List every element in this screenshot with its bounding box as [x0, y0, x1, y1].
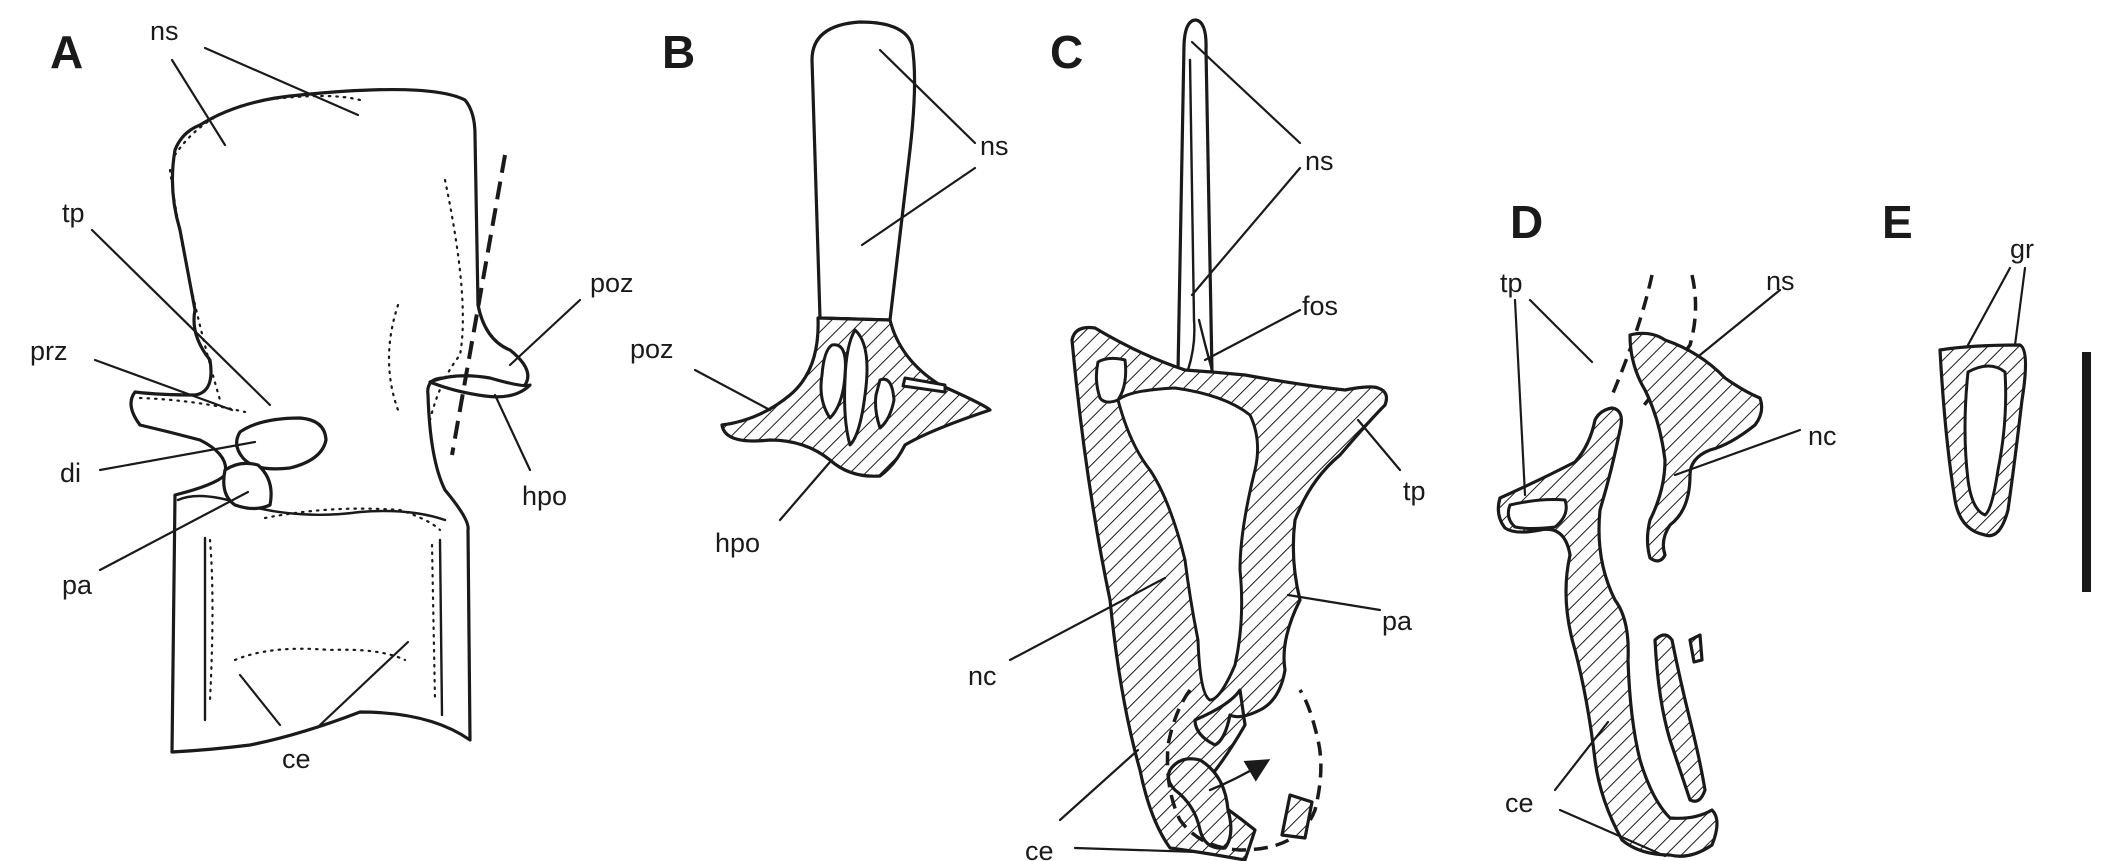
panel-a-label-pa: pa — [62, 570, 93, 600]
panel-b: B ns poz hpo — [630, 20, 1009, 558]
panel-a-label-ns: ns — [150, 16, 179, 46]
panel-a-label-tp: tp — [62, 198, 85, 228]
panel-a-hyposphene — [428, 374, 532, 399]
panel-d-label-ce: ce — [1505, 788, 1534, 818]
panel-a-right-edge-dots — [428, 178, 464, 422]
panel-a-lamina-dots — [387, 303, 400, 412]
panel-c-centrum-fragment — [1166, 757, 1233, 850]
panel-c-label-ce: ce — [1025, 836, 1054, 861]
panel-a-label-poz: poz — [590, 268, 634, 298]
panel-c-spine-inner — [1186, 58, 1214, 372]
panel-a-leaders — [90, 46, 582, 727]
panel-c-centrum-dashed-outline — [1165, 688, 1323, 852]
panel-a-ce-dots — [233, 647, 407, 662]
panel-d-dashed-outline — [1608, 274, 1698, 412]
panel-b-neural-spine — [810, 20, 917, 322]
panel-a-body-side-dots — [208, 538, 437, 702]
panel-c-label-nc: nc — [968, 661, 997, 691]
panel-c-label-pa: pa — [1382, 606, 1413, 636]
panel-d-right-fragment — [1628, 331, 1764, 563]
panel-e-cavity — [1963, 364, 2008, 517]
panel-b-label-ns: ns — [980, 131, 1009, 161]
panel-a-vertebra-outline — [129, 87, 530, 754]
panel-b-cavity-slit — [901, 376, 947, 394]
panel-a-prz-dots — [138, 396, 247, 414]
panel-a-label-ce: ce — [282, 744, 311, 774]
panel-a-label-prz: prz — [30, 336, 68, 366]
panel-b-cavity-right — [874, 377, 896, 430]
panel-c-label-ns: ns — [1305, 146, 1334, 176]
panel-d-tp-hole — [1506, 498, 1568, 530]
panel-c-centrum-right-wall — [1280, 793, 1314, 840]
panel-c-label-tp: tp — [1403, 476, 1426, 506]
panel-c-fossa-hole — [1094, 356, 1128, 404]
panel-d-ce-fragment — [1653, 633, 1707, 803]
scale-bar — [2082, 352, 2091, 592]
panel-e-letter: E — [1882, 196, 1913, 248]
panel-b-leaders — [693, 48, 977, 522]
panel-e: E gr — [1882, 196, 2091, 592]
panel-c-neural-spine — [1176, 18, 1214, 374]
panel-c-letter: C — [1050, 26, 1083, 78]
panel-d-small-fragment — [1688, 633, 1704, 664]
panel-a-parapophysis — [222, 461, 273, 511]
panel-c-label-fos: fos — [1302, 291, 1338, 321]
panel-d-letter: D — [1510, 196, 1543, 248]
panel-a-centrum-rim — [203, 536, 444, 722]
panel-a-left-edge-dots — [168, 168, 222, 402]
panel-a-label-hpo: hpo — [522, 481, 567, 511]
panel-b-letter: B — [662, 26, 695, 78]
panel-b-cavity-center — [843, 328, 869, 447]
panel-d-leaders — [1513, 288, 1802, 858]
panel-a: A ns tp prz di pa poz hpo ce — [30, 16, 634, 774]
panel-b-label-hpo: hpo — [715, 528, 760, 558]
panel-a-diapophysis — [235, 416, 328, 471]
panel-d: D tp ns nc ce — [1496, 196, 1837, 858]
panel-c-neural-canal — [1116, 386, 1260, 702]
panel-a-letter: A — [50, 26, 83, 78]
panel-d-label-tp: tp — [1500, 268, 1523, 298]
panel-e-label-gr: gr — [2010, 234, 2034, 264]
panel-c-rotation-arrow — [1208, 759, 1271, 792]
panel-a-label-di: di — [60, 458, 81, 488]
panel-c: C ns fos tp pa nc ce — [968, 18, 1426, 861]
panel-c-leaders — [1008, 40, 1402, 854]
panel-d-label-nc: nc — [1808, 421, 1837, 451]
panel-a-spine-contour-dots — [173, 94, 362, 157]
panel-d-label-ns: ns — [1766, 266, 1795, 296]
panel-a-midline-dash — [450, 154, 507, 456]
panel-b-label-poz: poz — [630, 334, 674, 364]
panel-e-leaders — [1966, 266, 2027, 347]
